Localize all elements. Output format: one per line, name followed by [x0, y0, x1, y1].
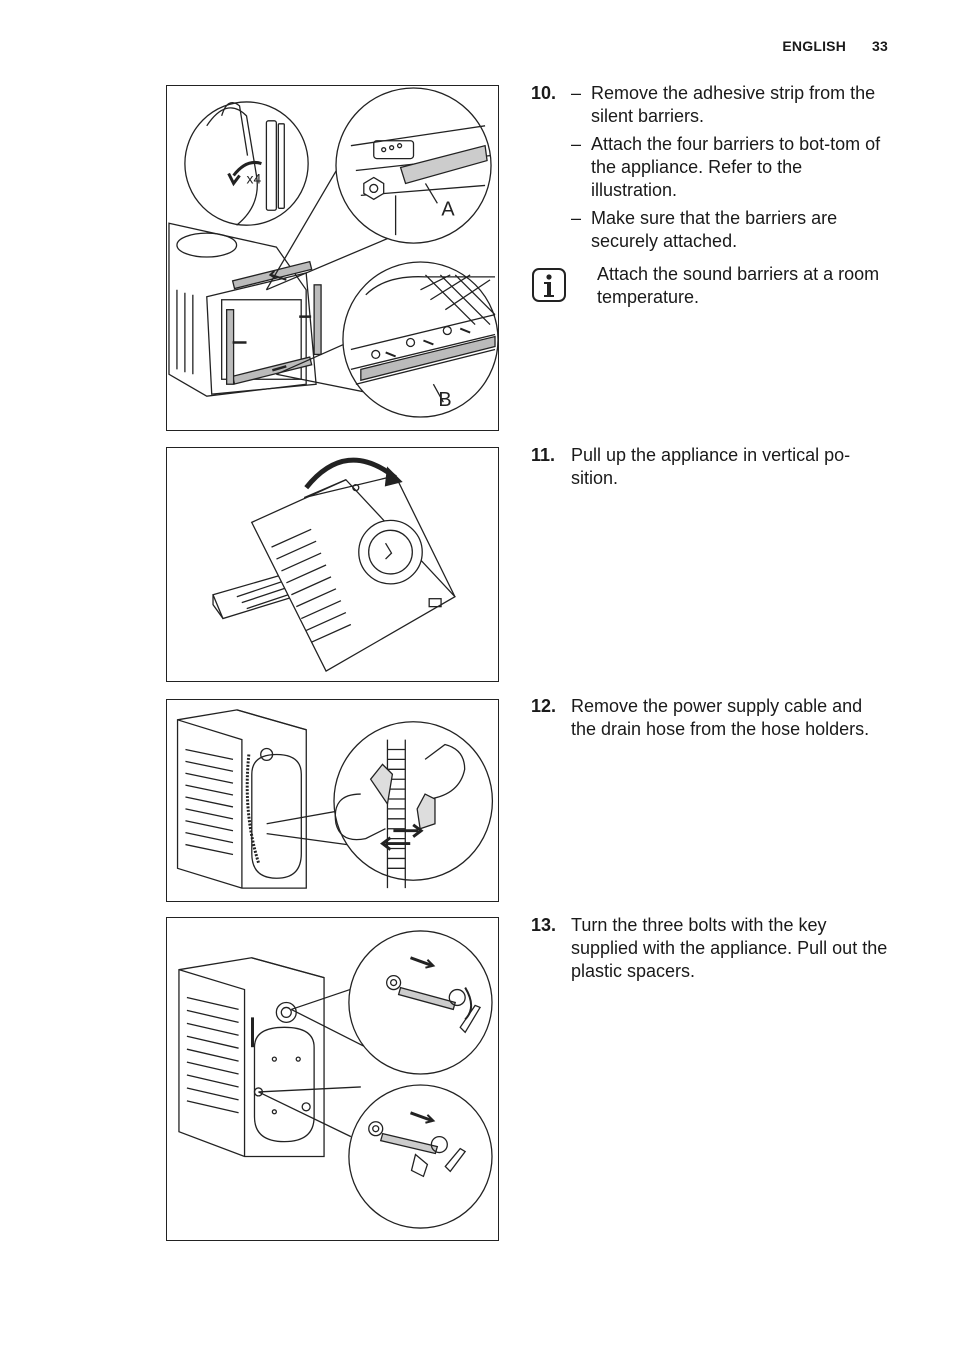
figure-transit-bolts	[166, 917, 499, 1241]
step-11-text: Pull up the appliance in vertical po-sit…	[571, 445, 851, 488]
label-b: B	[438, 389, 451, 411]
step-number: 11.	[531, 445, 556, 465]
info-icon	[532, 268, 566, 302]
page-number: 33	[872, 38, 888, 54]
step-number: 12.	[531, 696, 557, 716]
step-11: 11. Pull up the appliance in vertical po…	[531, 444, 891, 490]
info-text: Attach the sound barriers at a room temp…	[597, 264, 880, 307]
language-label: ENGLISH	[782, 38, 847, 54]
sound-barriers-illustration: A B x4	[168, 87, 498, 418]
page-header: ENGLISH 33	[782, 38, 888, 54]
step-10-item-2: – Attach the four barriers to bot-tom of…	[571, 134, 881, 200]
step-10-item-1: – Remove the adhesive strip from the sil…	[571, 83, 876, 126]
pull-up-illustration	[212, 457, 456, 672]
label-x4: x4	[247, 170, 262, 186]
step-13-text: Turn the three bolts with the key suppli…	[571, 915, 888, 981]
step-10-item-3: – Make sure that the barriers are secure…	[571, 208, 838, 251]
step-13: 13. Turn the three bolts with the key su…	[531, 914, 891, 983]
step-number: 10.	[531, 83, 557, 103]
figure-hose-holders	[166, 699, 499, 902]
hose-holders-illustration	[176, 709, 494, 889]
figure-pull-up	[166, 447, 499, 682]
transit-bolts-illustration	[178, 930, 493, 1229]
info-note: Attach the sound barriers at a room temp…	[531, 263, 891, 309]
figure-sound-barriers: A B x4	[166, 85, 499, 431]
step-12-text: Remove the power supply cable and the dr…	[571, 696, 870, 739]
step-number: 13.	[531, 915, 557, 935]
step-12: 12. Remove the power supply cable and th…	[531, 695, 891, 741]
label-a: A	[441, 198, 455, 220]
step-10: 10. – Remove the adhesive strip from the…	[531, 82, 891, 258]
